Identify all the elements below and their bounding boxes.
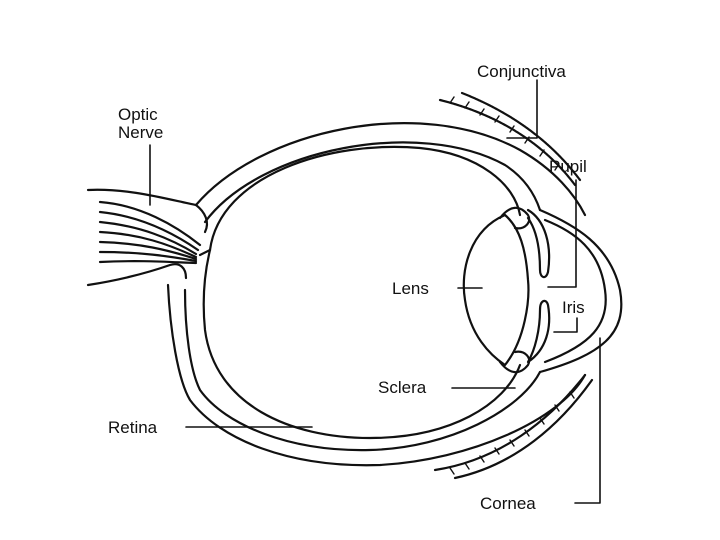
upper-eyelid-texture	[450, 97, 559, 170]
iris-upper	[528, 210, 549, 277]
optic-nerve-label: Optic Nerve	[118, 106, 163, 142]
optic-nerve-label-line2: Nerve	[118, 123, 164, 142]
cornea-inner-outline	[545, 220, 606, 362]
conjunctiva-leader	[507, 80, 537, 138]
ciliary-body-lower	[500, 352, 529, 372]
cornea-leader	[575, 338, 600, 503]
optic-nerve	[88, 190, 210, 285]
pupil-label: Pupil	[549, 157, 587, 176]
upper-eyelid	[440, 93, 580, 185]
iris-leader	[554, 318, 577, 332]
lens	[464, 215, 529, 365]
conjunctiva-label: Conjunctiva	[477, 62, 566, 81]
iris-lower	[528, 301, 549, 362]
cornea-outline	[540, 210, 621, 372]
sclera-label: Sclera	[378, 378, 427, 397]
ciliary-body-upper	[500, 208, 529, 228]
iris-label: Iris	[562, 298, 585, 317]
pupil-leader	[548, 180, 576, 287]
lower-eyelid	[435, 375, 592, 478]
sclera-middle-line	[185, 142, 540, 450]
cornea-label: Cornea	[480, 494, 536, 513]
retina-label: Retina	[108, 418, 158, 437]
lens-label: Lens	[392, 279, 429, 298]
sclera-outer-line	[168, 123, 585, 465]
lower-eyelid-texture	[450, 392, 574, 474]
retina-inner-line	[204, 147, 520, 438]
optic-nerve-label-line1: Optic	[118, 105, 158, 124]
